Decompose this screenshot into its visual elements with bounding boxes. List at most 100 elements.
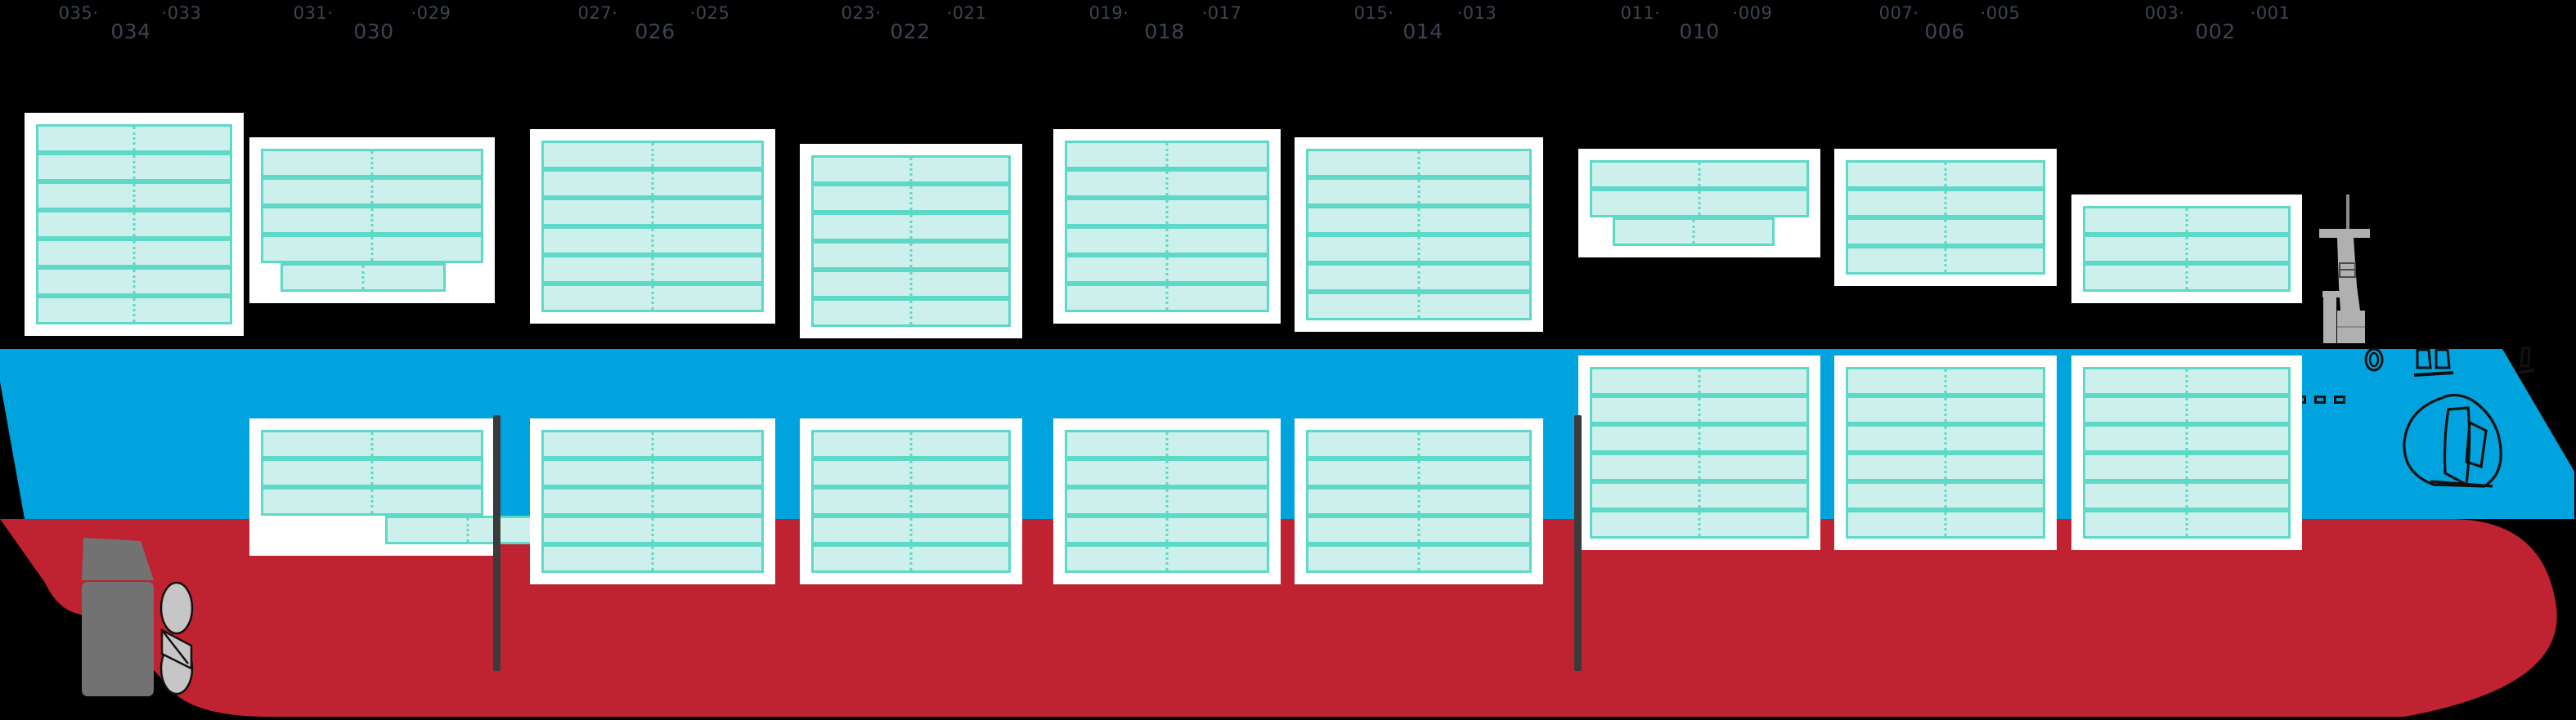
container-tier[interactable]: [385, 516, 550, 544]
container-tier[interactable]: [1306, 206, 1532, 235]
bay-label[interactable]: 010: [1679, 20, 1720, 43]
container-tier[interactable]: [541, 198, 764, 226]
container-tier[interactable]: [2083, 367, 2291, 396]
container-tier[interactable]: [541, 544, 764, 573]
container-tier[interactable]: [1306, 235, 1532, 263]
container-tier[interactable]: [1306, 292, 1532, 320]
container-tier[interactable]: [1306, 544, 1532, 573]
bay-label[interactable]: 030: [353, 20, 394, 43]
container-tier[interactable]: [1306, 149, 1532, 177]
container-tier[interactable]: [36, 267, 232, 296]
container-tier[interactable]: [1590, 453, 1809, 481]
bay-label[interactable]: 006: [1924, 20, 1965, 43]
bay-label[interactable]: ·033: [161, 3, 202, 23]
container-tier[interactable]: [2083, 510, 2291, 539]
container-tier[interactable]: [1065, 516, 1269, 544]
container-tier[interactable]: [1846, 217, 2045, 246]
container-tier[interactable]: [36, 210, 232, 239]
container-tier[interactable]: [811, 430, 1011, 458]
container-tier[interactable]: [1306, 487, 1532, 516]
container-tier[interactable]: [811, 241, 1011, 270]
container-tier[interactable]: [2083, 424, 2291, 453]
container-tier[interactable]: [811, 155, 1011, 184]
container-tier[interactable]: [811, 487, 1011, 516]
bay-label[interactable]: 026: [635, 20, 675, 43]
container-tier[interactable]: [541, 284, 764, 312]
container-tier[interactable]: [541, 141, 764, 169]
container-tier[interactable]: [1065, 226, 1269, 255]
container-tier[interactable]: [1846, 481, 2045, 510]
container-tier[interactable]: [811, 544, 1011, 573]
bay-label[interactable]: ·017: [1201, 3, 1242, 23]
container-tier[interactable]: [1590, 424, 1809, 453]
container-tier[interactable]: [1065, 284, 1269, 312]
container-tier[interactable]: [1846, 160, 2045, 189]
container-tier[interactable]: [280, 263, 446, 292]
bay-label[interactable]: 011·: [1620, 3, 1661, 23]
bay-label[interactable]: 003·: [2144, 3, 2185, 23]
container-tier[interactable]: [1065, 430, 1269, 458]
container-tier[interactable]: [811, 184, 1011, 212]
container-tier[interactable]: [541, 226, 764, 255]
container-tier[interactable]: [1846, 424, 2045, 453]
bay-label[interactable]: 015·: [1353, 3, 1394, 23]
bay-label[interactable]: ·013: [1456, 3, 1497, 23]
container-tier[interactable]: [1065, 141, 1269, 169]
container-tier[interactable]: [1065, 198, 1269, 226]
container-tier[interactable]: [36, 239, 232, 267]
bay-label[interactable]: 018: [1144, 20, 1185, 43]
container-tier[interactable]: [811, 212, 1011, 241]
container-tier[interactable]: [1590, 510, 1809, 539]
container-tier[interactable]: [2083, 235, 2291, 263]
container-tier[interactable]: [541, 255, 764, 284]
container-tier[interactable]: [36, 124, 232, 153]
container-tier[interactable]: [261, 177, 483, 206]
container-tier[interactable]: [2083, 263, 2291, 292]
container-tier[interactable]: [1846, 396, 2045, 424]
container-tier[interactable]: [2083, 453, 2291, 481]
container-tier[interactable]: [1846, 367, 2045, 396]
container-tier[interactable]: [1846, 510, 2045, 539]
bay-label[interactable]: ·029: [411, 3, 451, 23]
container-tier[interactable]: [36, 296, 232, 324]
bay-label[interactable]: 007·: [1878, 3, 1919, 23]
container-tier[interactable]: [1306, 458, 1532, 487]
bay-label[interactable]: 027·: [577, 3, 618, 23]
bay-label[interactable]: 002: [2195, 20, 2236, 43]
bay-label[interactable]: 035·: [58, 3, 99, 23]
bay-label[interactable]: ·009: [1732, 3, 1773, 23]
bay-label[interactable]: 023·: [841, 3, 882, 23]
container-tier[interactable]: [541, 516, 764, 544]
container-tier[interactable]: [261, 487, 483, 516]
container-tier[interactable]: [1065, 544, 1269, 573]
container-tier[interactable]: [1065, 255, 1269, 284]
container-tier[interactable]: [1590, 189, 1809, 217]
container-tier[interactable]: [36, 181, 232, 210]
bay-label[interactable]: ·001: [2250, 3, 2291, 23]
container-tier[interactable]: [1590, 481, 1809, 510]
container-tier[interactable]: [1065, 487, 1269, 516]
container-tier[interactable]: [811, 458, 1011, 487]
container-tier[interactable]: [811, 516, 1011, 544]
container-tier[interactable]: [811, 298, 1011, 327]
container-tier[interactable]: [1306, 516, 1532, 544]
container-tier[interactable]: [811, 270, 1011, 298]
container-tier[interactable]: [1846, 189, 2045, 217]
bay-label[interactable]: 034: [110, 20, 151, 43]
bay-label[interactable]: 014: [1402, 20, 1443, 43]
container-tier[interactable]: [1613, 217, 1775, 246]
container-tier[interactable]: [541, 487, 764, 516]
container-tier[interactable]: [1065, 458, 1269, 487]
container-tier[interactable]: [1306, 263, 1532, 292]
container-tier[interactable]: [541, 430, 764, 458]
bay-label[interactable]: 019·: [1088, 3, 1129, 23]
container-tier[interactable]: [261, 235, 483, 263]
container-tier[interactable]: [1590, 160, 1809, 189]
bay-label[interactable]: 031·: [293, 3, 334, 23]
container-tier[interactable]: [1590, 367, 1809, 396]
container-tier[interactable]: [2083, 206, 2291, 235]
container-tier[interactable]: [36, 153, 232, 181]
container-tier[interactable]: [261, 206, 483, 235]
container-tier[interactable]: [2083, 396, 2291, 424]
container-tier[interactable]: [1065, 169, 1269, 198]
